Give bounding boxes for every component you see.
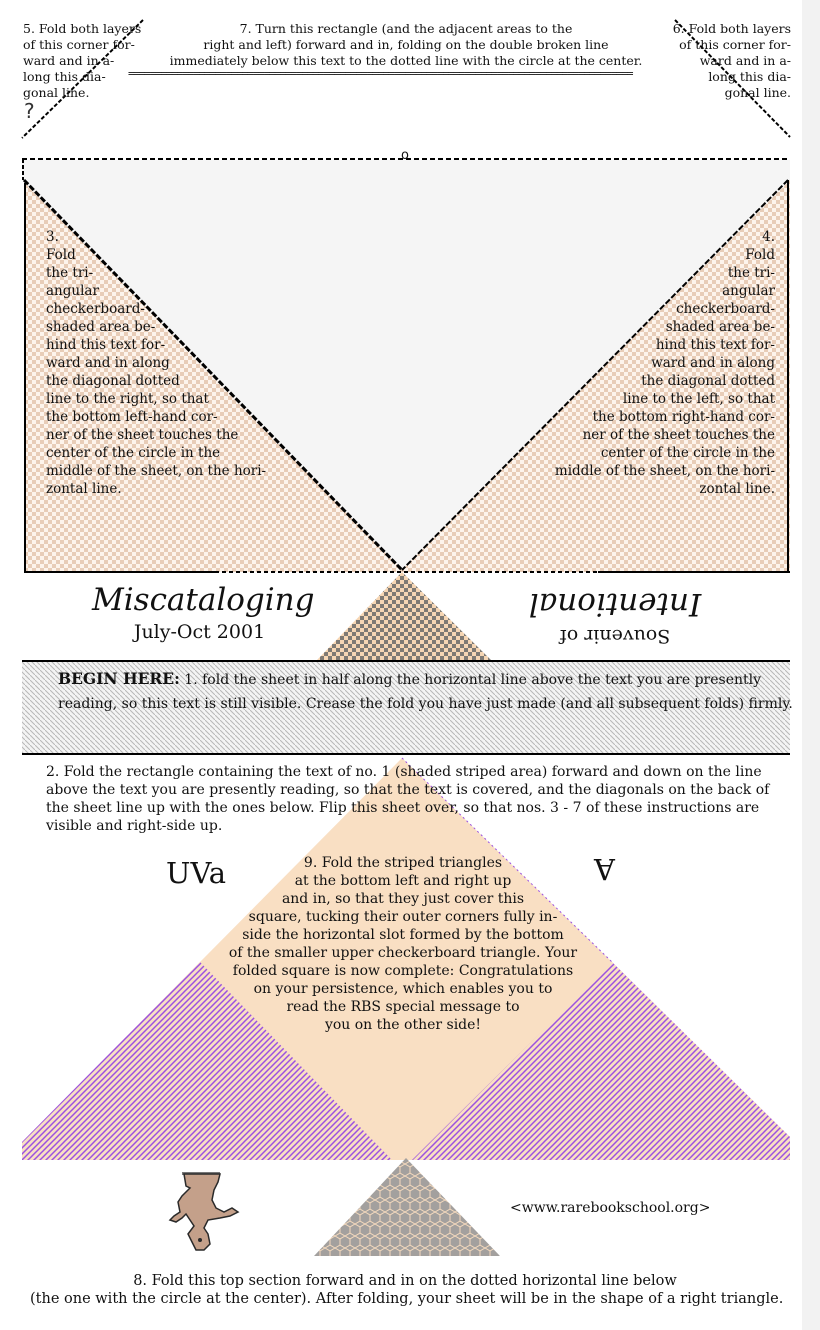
corner-fold-line-right: [674, 19, 791, 138]
step-8-instruction: 8. Fold this top section forward and in …: [30, 1273, 784, 1307]
fold-instruction-sheet: 5. Fold both layers of this corner for- …: [21, 19, 798, 1307]
title-date: July-Oct 2001: [133, 621, 266, 643]
rbs-url: <www.rarebookschool.org>: [510, 1200, 711, 1216]
step-2-instruction: 2. Fold the rectangle containing the tex…: [46, 764, 770, 834]
double-broken-fold-line: ========================================…: [128, 68, 634, 80]
step-5-instruction: 5. Fold both layers of this corner for- …: [23, 21, 142, 100]
center-circle-mark: o: [401, 148, 409, 163]
question-mark-glyph: ?: [24, 99, 35, 123]
lion-emblem: [168, 1172, 240, 1251]
inverted-title-intentional: Intentional: [528, 586, 702, 622]
step-9-instruction: 9. Fold the striped triangles at the bot…: [228, 855, 578, 1033]
uva-label: UVa: [166, 856, 227, 890]
uva-inverted-label: A: [594, 852, 615, 886]
step-7-instruction: 7. Turn this rectangle (and the adjacent…: [169, 21, 643, 68]
fold-diagram-artwork: [21, 19, 791, 1256]
scrollbar-track[interactable]: [802, 0, 820, 1330]
step-1-begin-here: BEGIN HERE: 1. fold the sheet in half al…: [58, 667, 798, 716]
step-6-instruction: 6. Fold both layers of this corner for- …: [672, 21, 791, 100]
corner-fold-line-left: [21, 19, 144, 139]
inverted-subtitle-souvenir: Souvenir of: [559, 625, 671, 647]
step-3-instruction: 3. Fold the tri- angular checkerboard- s…: [46, 229, 267, 497]
step-4-instruction: 4. Fold the tri- angular checkerboard- s…: [554, 229, 775, 497]
step-1-text: 1. fold the sheet in half along the hori…: [58, 672, 793, 712]
begin-here-label: BEGIN HERE:: [58, 669, 180, 688]
title-miscataloging: Miscataloging: [92, 582, 315, 618]
